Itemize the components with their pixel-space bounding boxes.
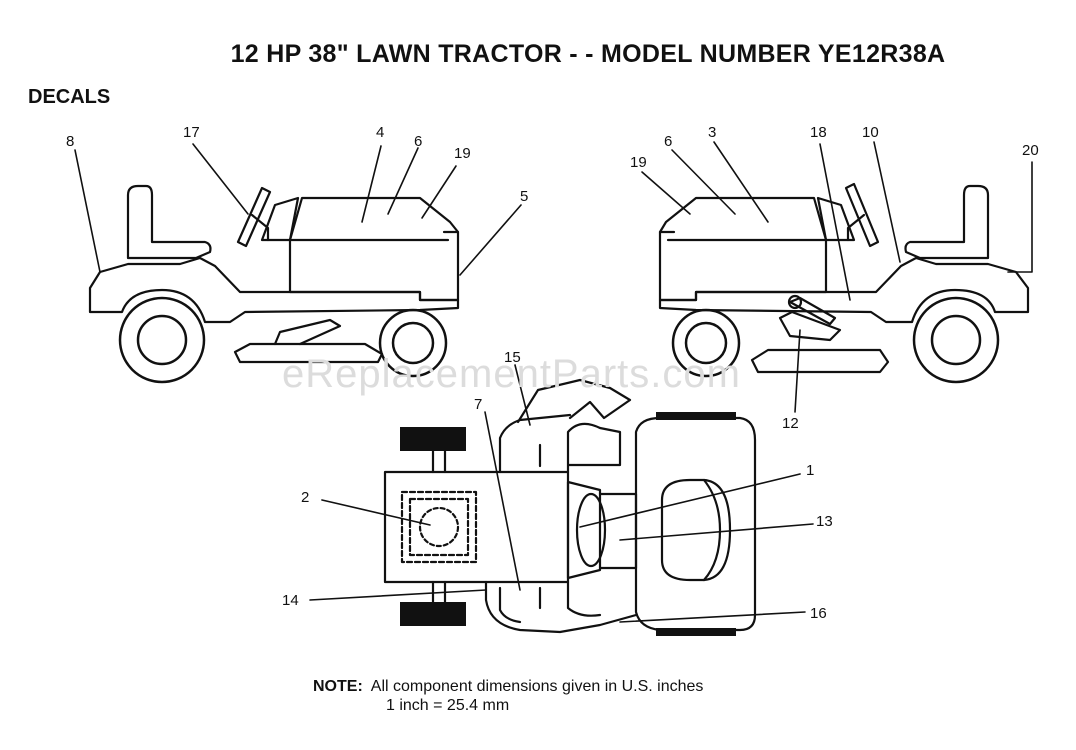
callout-14: 14 [282, 592, 299, 609]
tractor-right-side-view [658, 182, 1030, 384]
callout-7: 7 [474, 396, 482, 413]
callout-3: 3 [708, 124, 716, 141]
tractor-left-side-view [88, 184, 460, 384]
callout-5: 5 [520, 188, 528, 205]
callout-4: 4 [376, 124, 384, 141]
note-line-2: 1 inch = 25.4 mm [386, 697, 510, 714]
section-heading: DECALS [28, 86, 111, 108]
note-line-1: All component dimensions given in U.S. i… [370, 678, 704, 695]
watermark-text: eReplacementParts.com [282, 352, 741, 396]
callout-15: 15 [504, 349, 521, 366]
callout-1: 1 [806, 462, 814, 479]
callout-19-left: 19 [454, 145, 471, 162]
callout-6-right: 6 [664, 133, 672, 150]
callout-20: 20 [1022, 142, 1039, 159]
dimension-note: NOTE: All component dimensions given in U… [313, 677, 703, 715]
callout-18: 18 [810, 124, 827, 141]
callout-leader-lines [74, 141, 1033, 623]
callout-17: 17 [183, 124, 200, 141]
note-label: NOTE: [313, 678, 363, 695]
callout-16: 16 [810, 605, 827, 622]
callout-19-right: 19 [630, 154, 647, 171]
callout-labels: 8 17 4 6 19 5 19 6 3 18 10 20 12 15 7 2 … [66, 124, 1039, 622]
callout-12: 12 [782, 415, 799, 432]
callout-2: 2 [301, 489, 309, 506]
callout-8: 8 [66, 133, 74, 150]
tractor-top-view [383, 378, 757, 636]
callout-10: 10 [862, 124, 879, 141]
page-title: 12 HP 38" LAWN TRACTOR - - MODEL NUMBER … [230, 40, 946, 68]
callout-6-left: 6 [414, 133, 422, 150]
callout-13: 13 [816, 513, 833, 530]
